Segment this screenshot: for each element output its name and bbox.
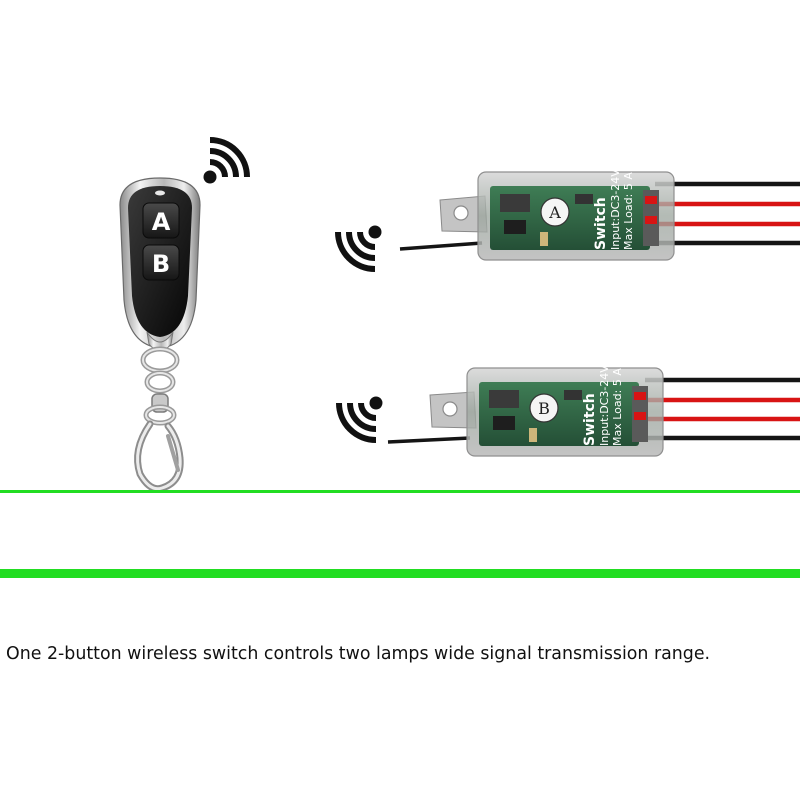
led-indicator xyxy=(155,190,165,196)
remote-button-b-label: B xyxy=(152,250,170,278)
receiver-a-wires xyxy=(655,181,800,246)
keychain-ring xyxy=(134,346,184,493)
receiver-module-b: B Switch Input:DC3-24V Max Load: 5 A xyxy=(387,365,800,457)
receiver-b-input-text: Input:DC3-24V xyxy=(598,365,611,446)
remote-button-a-label: A xyxy=(152,208,171,236)
remote-button-b[interactable]: B xyxy=(142,244,180,281)
receiver-a-channel-label: A xyxy=(548,203,561,222)
remote-button-a[interactable]: A xyxy=(142,202,180,239)
caption-text: One 2-button wireless switch controls tw… xyxy=(6,644,711,664)
divider-thick xyxy=(0,569,800,578)
receiver-b-signal-icon xyxy=(339,397,383,441)
remote-control: A B xyxy=(119,177,201,352)
receiver-a-brand-text: Switch xyxy=(593,197,609,250)
receiver-b-maxload-text: Max Load: 5 A xyxy=(611,368,624,446)
receiver-b-channel-label: B xyxy=(538,399,550,418)
receiver-a-maxload-text: Max Load: 5 A xyxy=(622,172,635,250)
remote-signal-icon xyxy=(204,140,248,184)
receiver-a-input-text: Input:DC3-24V xyxy=(609,169,622,250)
receiver-b-wires xyxy=(645,377,800,441)
receiver-b-brand-text: Switch xyxy=(582,393,598,446)
divider-thin xyxy=(0,490,800,493)
receiver-module-a: A Switch Input:DC3-24V Max Load: 5 A xyxy=(399,169,800,261)
receiver-a-signal-icon xyxy=(338,226,382,270)
